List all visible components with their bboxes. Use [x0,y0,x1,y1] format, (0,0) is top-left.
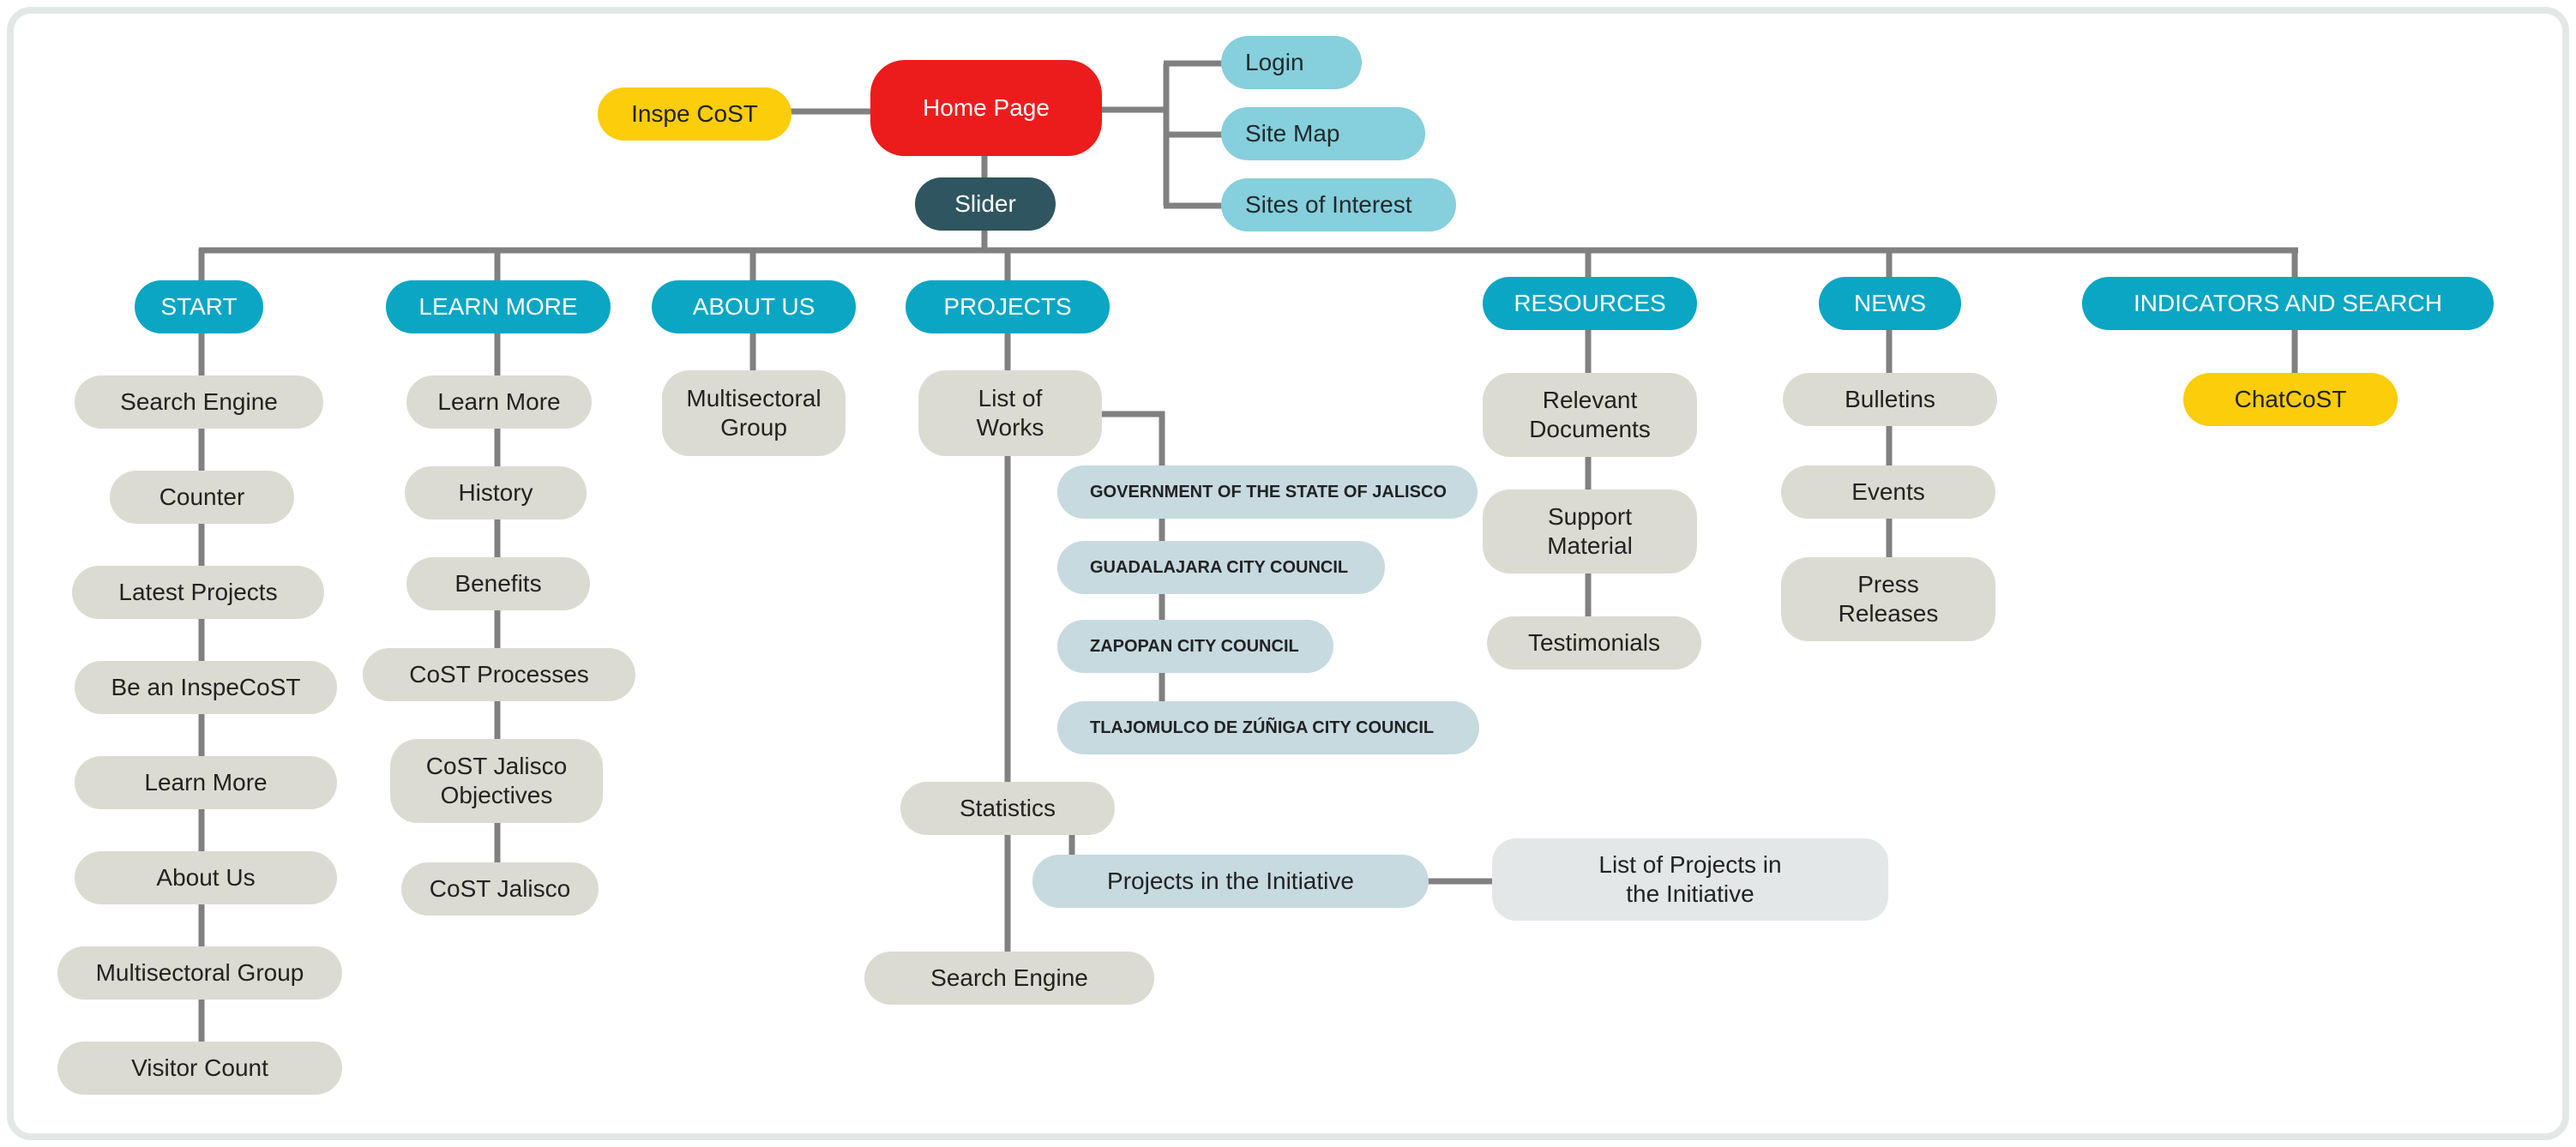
projects-search-engine-node: Search Engine [864,952,1154,1005]
list-of-projects-node: List of Projects in the Initiative [1492,838,1888,921]
resources-item: Support Material [1483,489,1697,574]
list-of-works-node: List of Works [918,370,1102,456]
inspe-cost-node: Inspe CoST [598,87,791,141]
category-about-us: ABOUT US [652,280,856,333]
council-item: GUADALAJARA CITY COUNCIL [1057,541,1385,594]
category-projects: PROJECTS [906,280,1110,333]
statistics-node: Statistics [900,782,1115,835]
site-map-node: Site Map [1221,107,1425,160]
learn-more-item: History [405,466,587,519]
category-learn-more: LEARN MORE [386,280,611,333]
start-item: Learn More [75,756,337,809]
start-item: Counter [110,471,294,524]
category-start: START [135,280,263,333]
resources-item: Testimonials [1487,616,1701,670]
council-item: ZAPOPAN CITY COUNCIL [1057,620,1333,673]
learn-more-item: CoST Jalisco [401,862,599,916]
council-item: TLAJOMULCO DE ZÚÑIGA CITY COUNCIL [1057,701,1479,754]
start-item: Search Engine [75,375,323,429]
start-item: Multisectoral Group [57,946,342,1000]
slider-node: Slider [915,177,1056,231]
learn-more-item: CoST Jalisco Objectives [390,739,603,823]
council-item: GOVERNMENT OF THE STATE OF JALISCO [1057,465,1478,519]
diagram-frame [7,7,2569,1140]
start-item: Visitor Count [57,1042,342,1095]
news-item: Events [1781,465,1995,519]
learn-more-item: Learn More [406,375,592,429]
category-news: NEWS [1819,277,1961,330]
learn-more-item: CoST Processes [363,648,635,701]
category-resources: RESOURCES [1483,277,1697,330]
projects-in-initiative-node: Projects in the Initiative [1032,855,1429,908]
sites-of-interest-node: Sites of Interest [1221,178,1456,231]
chatcost-node: ChatCoST [2183,373,2398,426]
news-item: Bulletins [1783,373,1997,426]
learn-more-item: Benefits [406,557,590,610]
resources-item: Relevant Documents [1483,373,1697,457]
start-item: Be an InspeCoST [75,661,337,714]
news-item: Press Releases [1781,557,1995,641]
login-node: Login [1221,36,1362,89]
start-item: Latest Projects [72,566,324,619]
category-indicators-and-search: INDICATORS AND SEARCH [2082,277,2494,330]
about-us-item: Multisectoral Group [662,370,846,456]
start-item: About Us [75,851,337,904]
home-page-node: Home Page [870,60,1102,156]
